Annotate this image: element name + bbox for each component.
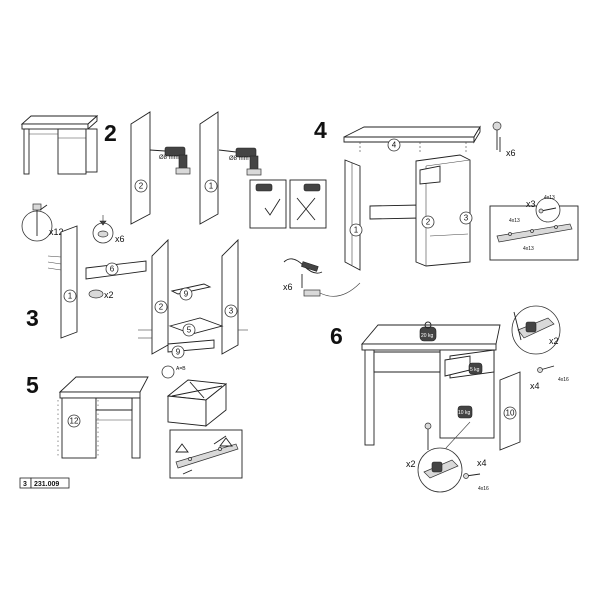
screwdriver-icon	[492, 121, 502, 152]
screw-count-label: x4	[530, 381, 540, 391]
equal-diagonals-label: A=B	[176, 366, 186, 372]
wrong-drilling-inset	[289, 179, 327, 229]
part-label-2: 2	[159, 303, 164, 312]
part-label-5: 5	[187, 326, 192, 335]
step-6: 6 20 kg 5 kg 10 kg 10	[330, 305, 569, 493]
dowel-count-label: x6	[283, 282, 293, 292]
drill-size-label: Ø8 mm	[229, 156, 249, 162]
drawer-rail-inset	[169, 429, 243, 479]
hinge-inset	[511, 305, 561, 355]
drill-icon	[218, 147, 262, 176]
screw-size-label: 4x16	[478, 486, 489, 492]
part-label-1: 1	[68, 292, 73, 301]
part-label-10: 10	[506, 409, 515, 418]
part-label-3: 3	[229, 307, 234, 316]
weight-20kg-label: 20 kg	[421, 333, 433, 339]
page-footer: 3 231.009	[19, 477, 70, 489]
weight-10kg-label: 10 kg	[458, 410, 470, 416]
part-label-6: 6	[110, 265, 115, 274]
step-2-number: 2	[104, 120, 117, 146]
cam-bolt-count-label: x12	[49, 227, 64, 237]
hinge-count-label: x2	[406, 459, 416, 469]
step-5-number: 5	[26, 372, 39, 398]
hinge-count-label: x2	[549, 336, 559, 346]
part-label-12: 12	[70, 417, 79, 426]
part-label-2: 2	[139, 182, 144, 191]
drawer-slide-inset: 4x13 4x13	[489, 205, 579, 261]
drill-icon	[149, 146, 191, 175]
part-label-2: 2	[426, 218, 431, 227]
hammer-icon	[283, 258, 323, 297]
dowel-icon	[88, 289, 104, 299]
screw-size-label: 4x13	[509, 218, 520, 224]
drill-size-label: Ø8 mm	[159, 155, 179, 161]
screw-count-label: x4	[477, 458, 487, 468]
screw-icon	[463, 473, 481, 479]
part-label-1: 1	[354, 226, 359, 235]
correct-drilling-inset	[249, 179, 287, 229]
page-number: 3	[23, 481, 27, 488]
screw-size-label: 4x13	[544, 195, 555, 201]
weight-icon	[468, 362, 483, 375]
cam-lock-count-label: x6	[115, 234, 125, 244]
cam-bolt-icon	[21, 203, 53, 242]
screw-count-label: x3	[526, 199, 536, 209]
screw-size-label: 4x13	[523, 246, 534, 252]
screw-icon	[537, 365, 555, 373]
step-3-number: 3	[26, 305, 39, 331]
screw-count-label: x6	[506, 148, 516, 158]
weight-5kg-label: 5 kg	[470, 367, 480, 373]
weight-icon	[457, 405, 473, 419]
hinge-inset	[417, 422, 463, 493]
part-label-9: 9	[176, 348, 181, 357]
part-label-4: 4	[392, 141, 397, 150]
dowel-count-label: x2	[104, 290, 114, 300]
desk-preview	[20, 114, 99, 175]
weight-icon	[419, 321, 437, 342]
product-code: 231.009	[34, 481, 59, 488]
step-5: 5 12 A=B	[26, 365, 243, 479]
part-label-1: 1	[209, 182, 214, 191]
part-label-9: 9	[184, 290, 189, 299]
step-4: 4 4 1 2 3 x6	[283, 117, 579, 297]
measure-icon	[161, 365, 175, 379]
step-4-number: 4	[314, 117, 327, 143]
screw-icon	[535, 197, 561, 223]
step-6-number: 6	[330, 323, 343, 349]
step-2: 2 2 Ø8 mm 1 Ø8 mm	[104, 111, 327, 229]
screw-size-label: 4x16	[558, 377, 569, 383]
part-label-3: 3	[464, 214, 469, 223]
step-3: 3 x12 x6 1 x2 6 2	[21, 203, 248, 359]
cam-lock-icon	[92, 215, 114, 244]
